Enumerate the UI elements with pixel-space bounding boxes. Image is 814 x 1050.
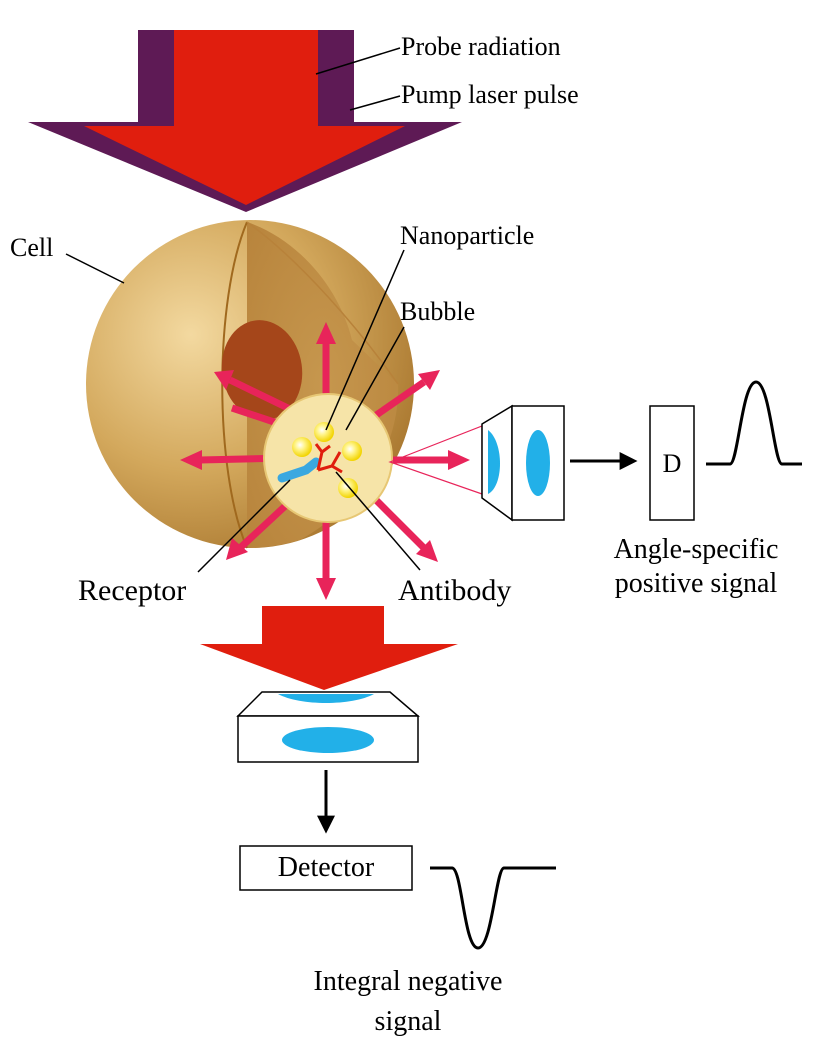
side-lens-back — [526, 430, 550, 496]
negative-signal-trace — [430, 866, 556, 950]
integral-signal-label-line2: signal — [375, 1006, 442, 1037]
cell-label: Cell — [10, 233, 53, 262]
nanoparticle-leader-line — [325, 249, 405, 431]
receptor-leader-line — [197, 479, 291, 573]
nanoparticle-1 — [314, 422, 334, 442]
nanoparticle-3 — [342, 441, 362, 461]
detector-box — [239, 845, 413, 891]
positive-signal-trace — [706, 380, 802, 466]
receptor — [277, 457, 321, 483]
detector-label: Detector — [278, 852, 375, 883]
probe-radiation-label: Probe radiation — [401, 32, 561, 61]
scatter-arrows — [180, 322, 470, 600]
pump-laser-pulse-label: Pump laser pulse — [401, 80, 579, 109]
scatter-arrow-downright — [369, 493, 438, 562]
cell-nucleus — [221, 320, 303, 420]
bottom-lens-back — [282, 727, 374, 753]
probe-leader-line — [315, 47, 401, 75]
nanoparticle-label: Nanoparticle — [400, 221, 534, 250]
integral-signal-label-line1: Integral negative — [314, 966, 503, 997]
bottom-lens-front — [278, 694, 374, 703]
angle-signal-label-line1: Angle-specific — [614, 534, 779, 565]
scatter-arrow-upright — [370, 370, 440, 421]
bubble — [263, 393, 393, 523]
scatter-arrow-right — [390, 450, 470, 470]
side-lens-front — [488, 430, 500, 494]
antibody-label: Antibody — [398, 574, 511, 607]
nanoparticle-2 — [292, 437, 312, 457]
bubble-label: Bubble — [400, 297, 475, 326]
side-detector-box — [649, 405, 695, 521]
pump-leader-line — [349, 95, 401, 111]
nanoparticles — [292, 422, 362, 498]
angle-signal-label-line2: positive signal — [615, 568, 778, 599]
transmitted-probe-arrow — [200, 606, 458, 690]
bottom-lens-block — [236, 691, 421, 763]
cell-cut-edge — [221, 221, 248, 549]
probe-radiation-arrow — [84, 30, 405, 205]
bubble-leader-line — [345, 326, 405, 431]
cell-leader-line — [65, 253, 125, 284]
side-detector-label: D — [663, 449, 682, 478]
antibody — [314, 443, 343, 474]
nanoparticle-4 — [338, 478, 358, 498]
scatter-arrow-upleft — [214, 370, 294, 414]
receptor-label: Receptor — [78, 574, 186, 607]
antibody-leader-line — [335, 471, 421, 571]
